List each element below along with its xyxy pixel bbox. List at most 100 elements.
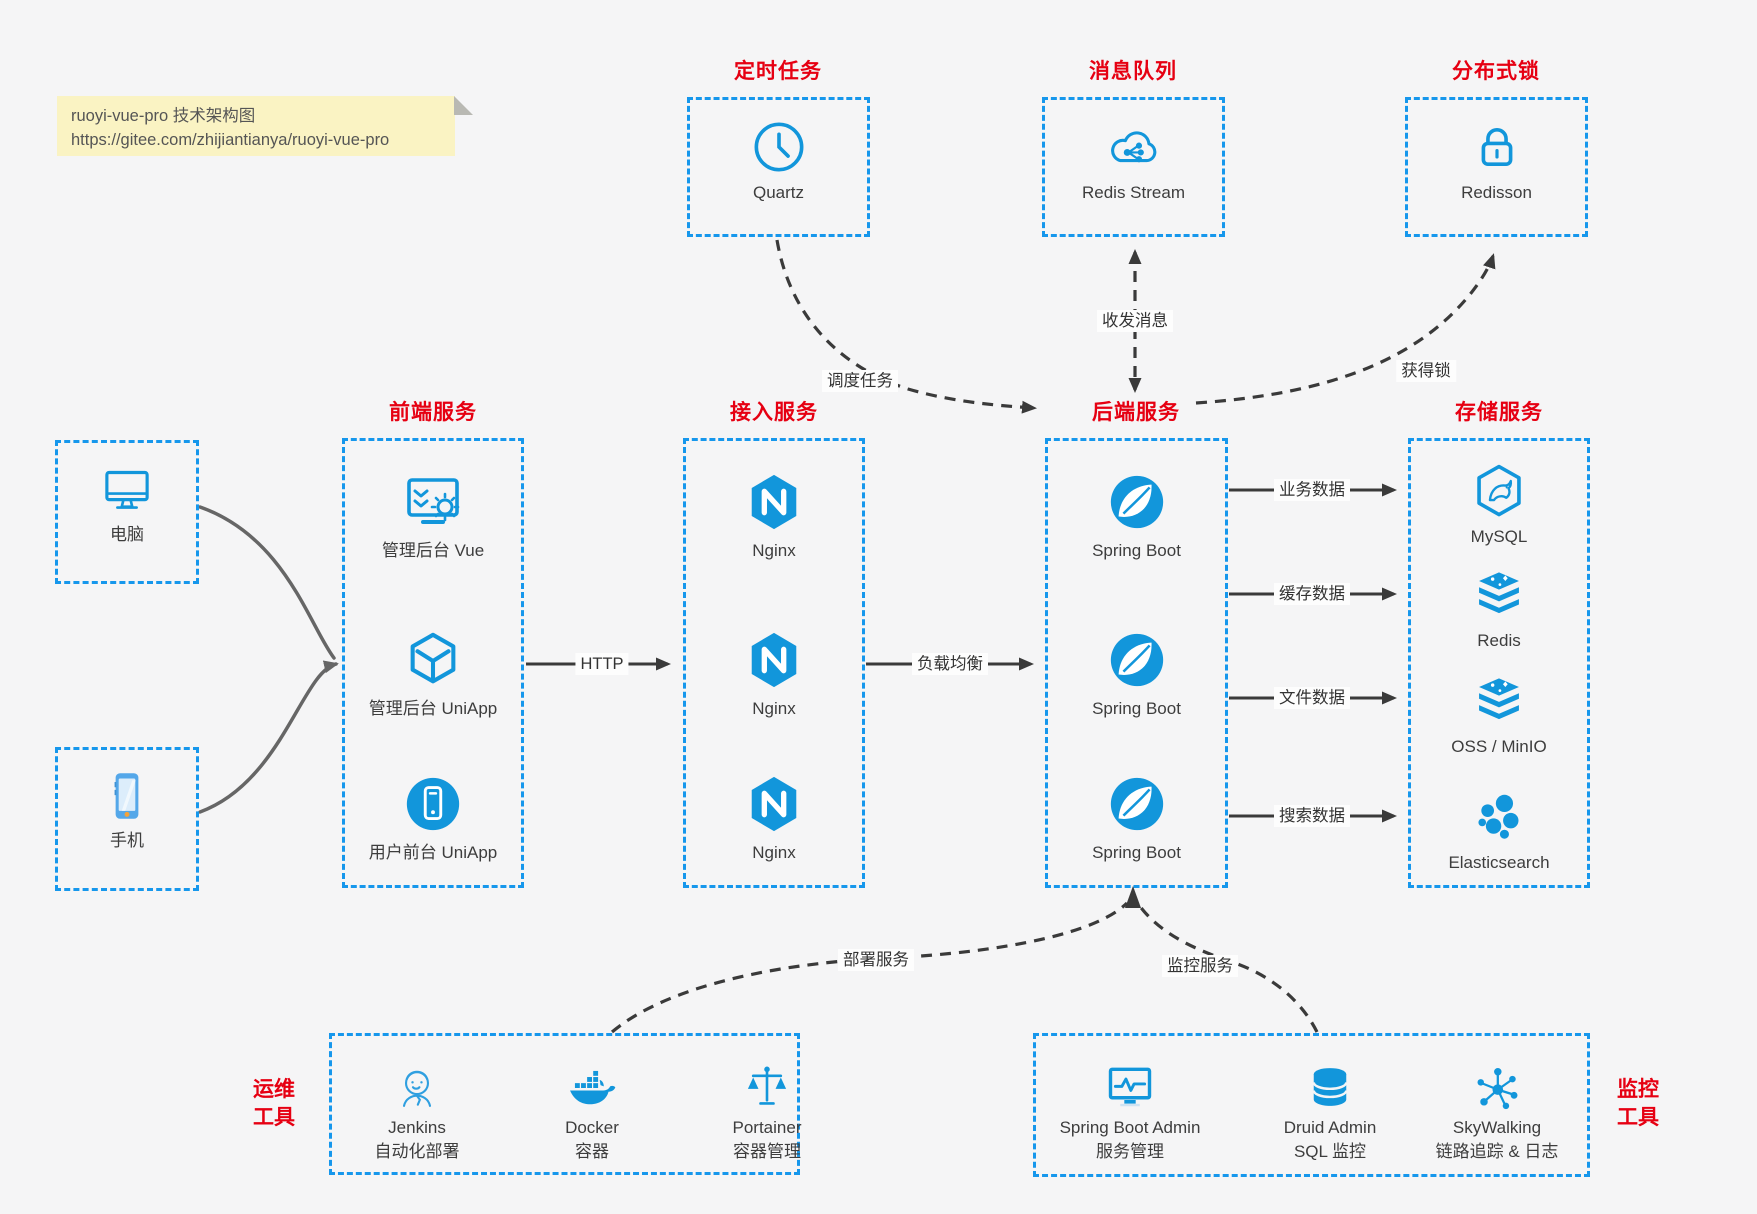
nginx-icon [743, 772, 805, 836]
node-label: Spring Boot [1092, 843, 1181, 862]
node-label-line2: 链路追踪 & 日志 [1435, 1142, 1559, 1161]
edge-label-load-balance: 负载均衡 [912, 653, 988, 675]
node-mysql: MySQL [1408, 462, 1590, 548]
node-label-line1: Spring Boot Admin [1059, 1118, 1201, 1137]
spring-icon [1106, 772, 1168, 836]
box-phone [55, 747, 199, 891]
nginx-icon [743, 470, 805, 534]
title-ops-tools: 运维 工具 [253, 1078, 295, 1129]
mysql-icon [1470, 462, 1528, 520]
edge-label-schedule: 调度任务 [822, 370, 898, 392]
node-spring-boot-admin: Spring Boot Admin 服务管理 [1030, 1062, 1230, 1164]
node-label-line1: Druid Admin [1283, 1118, 1377, 1137]
arrowhead-into-backend [1125, 886, 1141, 908]
desktop-icon [99, 462, 155, 518]
box-monitoring [1033, 1033, 1590, 1177]
box-desktop [55, 440, 199, 584]
node-quartz: Quartz [687, 118, 870, 204]
edge-label-monitor: 监控服务 [1162, 955, 1238, 977]
node-label: 电脑 [110, 525, 144, 544]
cloud-queue-icon [1103, 118, 1165, 176]
node-admin-uniapp: 管理后台 UniApp [342, 628, 524, 720]
node-label-line2: 自动化部署 [374, 1142, 460, 1161]
node-nginx-2: Nginx [683, 628, 865, 720]
edge-label-file-data: 文件数据 [1274, 687, 1350, 709]
node-label: Spring Boot [1092, 699, 1181, 718]
portainer-icon [741, 1062, 793, 1114]
node-label-line2: 容器管理 [733, 1142, 801, 1161]
node-oss-minio: OSS / MinIO [1408, 672, 1590, 758]
edge-label-cache-data: 缓存数据 [1274, 583, 1350, 605]
spring-icon [1106, 628, 1168, 692]
node-elasticsearch: Elasticsearch [1408, 788, 1590, 874]
node-label-line1: Portainer [732, 1118, 802, 1137]
redis-stack-icon [1470, 566, 1528, 624]
node-label: Redis Stream [1082, 183, 1185, 202]
druid-icon [1304, 1062, 1356, 1114]
node-portainer: Portainer 容器管理 [667, 1062, 867, 1164]
box-mq [1042, 97, 1225, 237]
elasticsearch-icon [1470, 788, 1528, 846]
node-label: Quartz [752, 183, 805, 202]
node-label: 用户前台 UniApp [368, 843, 498, 862]
node-admin-vue: 管理后台 Vue [342, 470, 524, 562]
uniapp-cube-icon [402, 628, 464, 692]
note-url: https://gitee.com/zhijiantianya/ruoyi-vu… [71, 131, 390, 149]
node-label-line2: 服务管理 [1096, 1142, 1164, 1161]
jenkins-icon [391, 1062, 443, 1114]
title-frontend: 前端服务 [389, 401, 477, 424]
box-scheduler [687, 97, 870, 237]
node-label: MySQL [1470, 527, 1528, 546]
node-skywalking: SkyWalking 链路追踪 & 日志 [1397, 1062, 1597, 1164]
node-label-line1: Docker [565, 1118, 619, 1137]
node-label: Nginx [752, 843, 796, 862]
node-label-line1: Jenkins [388, 1118, 446, 1137]
node-user-uniapp: 用户前台 UniApp [342, 772, 524, 864]
edge-label-http: HTTP [575, 653, 629, 675]
title-monitoring-tools: 监控 工具 [1617, 1078, 1659, 1129]
box-frontend [342, 438, 524, 888]
box-backend [1045, 438, 1228, 888]
node-spring-1: Spring Boot [1045, 470, 1228, 562]
node-druid-admin: Druid Admin SQL 监控 [1230, 1062, 1430, 1164]
edge-desktop-to-frontend [198, 505, 336, 660]
box-storage [1408, 438, 1590, 888]
node-label-line2: 容器 [575, 1142, 609, 1161]
sba-icon [1103, 1062, 1157, 1114]
title-mq: 消息队列 [1089, 60, 1177, 83]
clock-icon [750, 118, 808, 176]
edge-label-business-data: 业务数据 [1274, 479, 1350, 501]
edge-phone-to-frontend [198, 660, 339, 814]
node-label: OSS / MinIO [1451, 737, 1547, 756]
node-nginx-1: Nginx [683, 470, 865, 562]
note-fold-corner [454, 96, 473, 115]
title-lock: 分布式锁 [1452, 60, 1540, 83]
padlock-icon [1468, 118, 1526, 176]
skywalking-icon [1471, 1062, 1523, 1114]
redis-stack-icon [1470, 672, 1528, 730]
node-desktop: 电脑 [55, 462, 199, 546]
node-docker: Docker 容器 [492, 1062, 692, 1164]
node-redis: Redis [1408, 566, 1590, 652]
edge-label-deploy: 部署服务 [838, 949, 914, 971]
title-storage: 存储服务 [1455, 401, 1543, 424]
mobile-app-icon [402, 772, 464, 836]
node-label: Redis [1477, 631, 1521, 650]
nginx-icon [743, 628, 805, 692]
edge-label-lock: 获得锁 [1396, 360, 1456, 382]
docker-icon [564, 1062, 620, 1114]
node-label: 管理后台 UniApp [368, 699, 498, 718]
node-redisson: Redisson [1405, 118, 1588, 204]
node-phone: 手机 [55, 768, 199, 852]
node-nginx-3: Nginx [683, 772, 865, 864]
node-spring-2: Spring Boot [1045, 628, 1228, 720]
smartphone-icon [99, 768, 155, 824]
title-scheduler: 定时任务 [734, 60, 822, 83]
node-label-line1: SkyWalking [1452, 1118, 1542, 1137]
node-spring-3: Spring Boot [1045, 772, 1228, 864]
title-backend: 后端服务 [1092, 401, 1180, 424]
node-label: Spring Boot [1092, 541, 1181, 560]
title-gateway: 接入服务 [730, 401, 818, 424]
box-ops [329, 1033, 800, 1175]
